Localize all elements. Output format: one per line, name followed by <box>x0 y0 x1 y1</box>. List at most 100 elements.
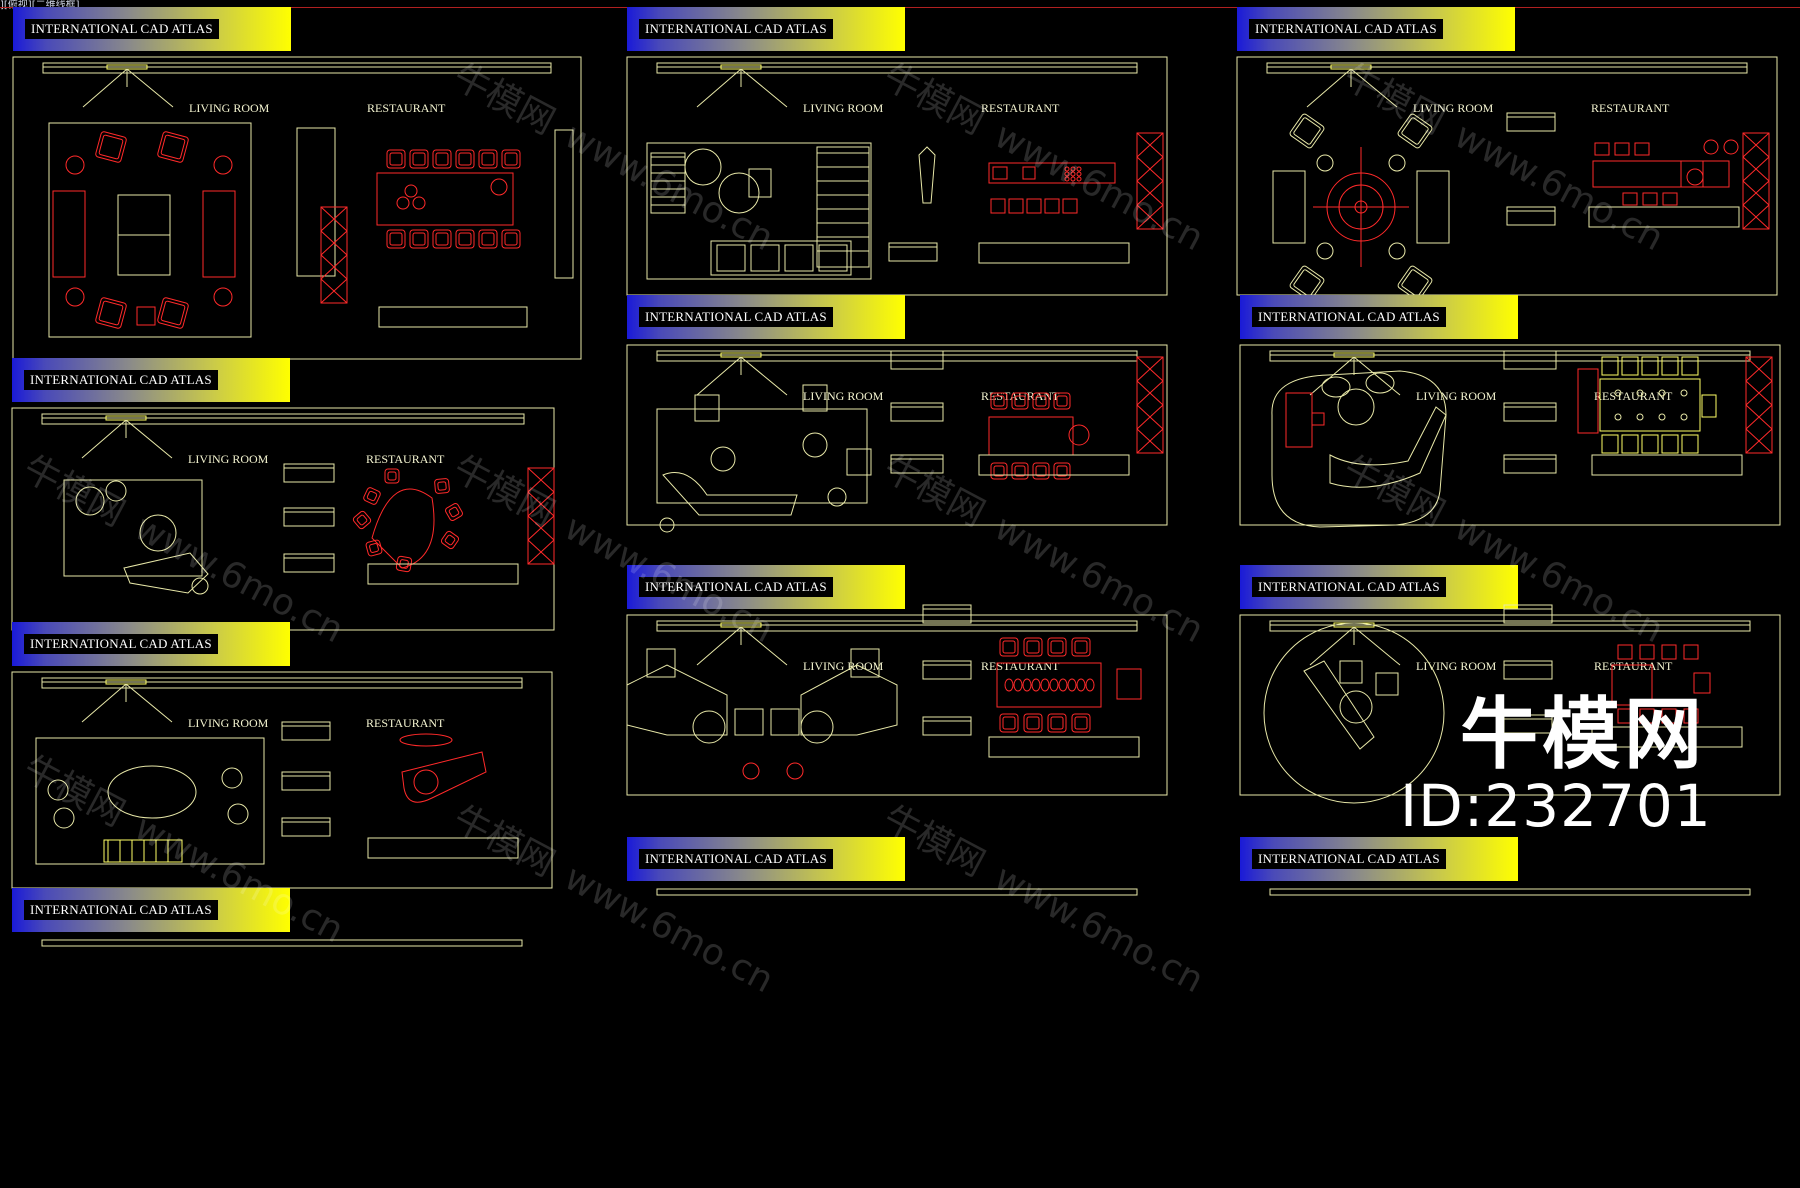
partition-screen <box>1136 132 1164 230</box>
dimension-strip <box>890 454 944 474</box>
sofa <box>103 839 183 863</box>
dimension-strip <box>283 463 335 483</box>
dimension-strip <box>978 242 1130 264</box>
floor-plan-drawing[interactable] <box>1240 837 1800 1137</box>
dining-chair <box>1601 356 1619 376</box>
light-ray <box>696 626 742 666</box>
chair <box>478 149 498 169</box>
chair <box>990 462 1008 480</box>
side-table <box>191 577 209 595</box>
floor-plan-drawing[interactable] <box>12 888 582 1188</box>
banner-title: INTERNATIONAL CAD ATLAS <box>1249 19 1443 39</box>
viewport-label[interactable]: ][俯视][二维线框] <box>0 0 80 11</box>
table-setting <box>1040 678 1050 692</box>
chair <box>1289 265 1325 301</box>
bar-stool <box>1026 198 1042 214</box>
sheet-border <box>11 407 555 631</box>
light-ray <box>126 68 174 108</box>
dimension-strip <box>890 402 944 422</box>
pendant <box>1703 139 1719 155</box>
ceiling-beam <box>656 888 1138 896</box>
chair <box>352 510 372 530</box>
sofa-cushion <box>750 244 780 272</box>
end-chair <box>1693 672 1711 694</box>
round-table <box>1339 690 1373 724</box>
chair <box>1023 637 1043 657</box>
bar-stool <box>1008 198 1024 214</box>
place-setting <box>1680 389 1688 397</box>
sheet-border <box>1239 344 1781 526</box>
chair <box>1397 265 1433 301</box>
partition-lattice <box>1136 132 1164 158</box>
partition-screen <box>1742 132 1770 230</box>
dining-chair <box>1621 356 1639 376</box>
place-setting <box>1636 413 1644 421</box>
partition-lattice <box>527 491 555 517</box>
partition-lattice <box>1742 132 1770 158</box>
corner-sofa-right <box>800 664 898 736</box>
place-setting <box>1614 413 1622 421</box>
restaurant-label: RESTAURANT <box>366 716 445 730</box>
dimension-strip <box>1503 454 1557 474</box>
armchair <box>47 779 69 801</box>
title-banner: INTERNATIONAL CAD ATLAS <box>1240 565 1518 609</box>
curved-room <box>1271 370 1447 528</box>
armchair <box>1375 672 1399 696</box>
bar-stool <box>1062 198 1078 214</box>
place-setting <box>1636 389 1644 397</box>
bar-stool <box>1634 142 1650 156</box>
dimension-strip <box>1506 206 1556 226</box>
bar-stool <box>1662 192 1678 206</box>
chair <box>1397 113 1433 149</box>
living-room-label: LIVING ROOM <box>1413 101 1494 115</box>
dimension-strip <box>1588 206 1740 228</box>
chair <box>1053 462 1071 480</box>
place-setting <box>1658 389 1666 397</box>
title-banner: INTERNATIONAL CAD ATLAS <box>1240 837 1518 881</box>
sofa-cushion <box>716 244 746 272</box>
ceiling-beam <box>1269 620 1751 632</box>
partition-lattice <box>1136 404 1164 430</box>
dining-chair <box>1639 644 1655 660</box>
dining-chair <box>1641 356 1659 376</box>
dimension-strip <box>922 604 972 624</box>
chair <box>990 392 1008 410</box>
side-panel <box>554 129 574 279</box>
dining-chair <box>1601 434 1619 454</box>
living-room-label: LIVING ROOM <box>188 452 269 466</box>
chair <box>432 229 452 249</box>
lounge-area <box>35 737 265 865</box>
sheet-border <box>1239 614 1781 796</box>
ceiling-beam <box>1266 62 1748 74</box>
chair <box>157 131 189 163</box>
place-setting <box>1658 413 1666 421</box>
banner-title: INTERNATIONAL CAD ATLAS <box>639 307 833 327</box>
living-room-label: LIVING ROOM <box>189 101 270 115</box>
dining-chair <box>1639 708 1655 724</box>
chaise-lounge <box>123 552 209 594</box>
round-table <box>718 172 760 214</box>
dining-table <box>1599 378 1701 432</box>
chair <box>409 229 429 249</box>
side-table <box>800 710 834 744</box>
banner-title: INTERNATIONAL CAD ATLAS <box>1252 577 1446 597</box>
sideboard <box>1611 664 1653 706</box>
title-banner: INTERNATIONAL CAD ATLAS <box>1240 295 1518 339</box>
partition-lattice <box>527 467 555 493</box>
dining-chair <box>1661 708 1677 724</box>
burner <box>1076 171 1082 177</box>
lounge-area <box>63 479 203 577</box>
dining-chair <box>1621 434 1639 454</box>
partition-lattice <box>1742 156 1770 182</box>
floor-plan-drawing[interactable] <box>627 837 1197 1137</box>
chair <box>434 478 450 494</box>
